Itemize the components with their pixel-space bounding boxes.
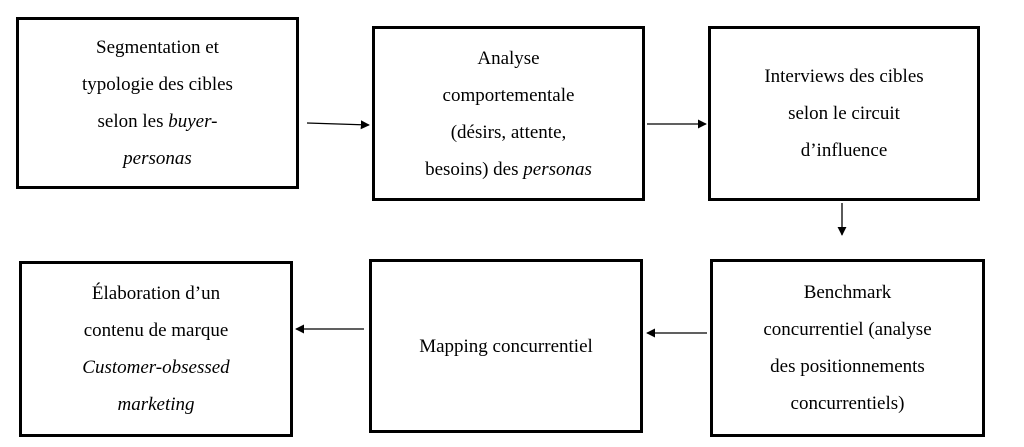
step-1-text: Segmentation et typologie des cibles sel… (82, 29, 233, 177)
arrow-step1-to-step2 (306, 120, 370, 130)
step-6-text: Élaboration d’un contenu de marque Custo… (82, 275, 229, 423)
step-3-interviews-box: Interviews des cibles selon le circuit d… (708, 26, 980, 201)
step-4-line-3: des positionnements (770, 356, 925, 377)
step-4-line-4: concurrentiels) (790, 393, 905, 414)
step-2-line-4: besoins) des personas (425, 158, 592, 180)
step-2-text: Analyse comportementale (désirs, attente… (425, 40, 592, 188)
step-4-line-1: Benchmark (803, 282, 892, 303)
step-4-text: Benchmark concurrentiel (analyse des pos… (763, 274, 931, 422)
step-2-line-3: (désirs, attente, (450, 121, 567, 143)
step-4-line-2: concurrentiel (analyse (763, 319, 932, 340)
step-5-line-1: Mapping concurrentiel (419, 335, 593, 357)
step-3-line-2: selon le circuit (788, 103, 900, 124)
step-1-line-4: personas (123, 148, 192, 169)
step-2-line-1: Analyse (477, 47, 540, 69)
step-1-segmentation-box: Segmentation et typologie des cibles sel… (16, 17, 299, 189)
step-3-text: Interviews des cibles selon le circuit d… (764, 58, 923, 169)
step-1-line-3: selon les buyer- (97, 111, 218, 132)
step-6-line-1: Élaboration d’un (91, 283, 221, 304)
step-5-mapping-box: Mapping concurrentiel (369, 259, 643, 433)
step-6-elaboration-box: Élaboration d’un contenu de marque Custo… (19, 261, 293, 437)
step-5-text: Mapping concurrentiel (419, 328, 593, 365)
step-1-line-2: typologie des cibles (82, 74, 233, 95)
step-6-line-2: contenu de marque (83, 320, 229, 341)
step-3-line-3: d’influence (800, 140, 888, 161)
step-2-analyse-box: Analyse comportementale (désirs, attente… (372, 26, 645, 201)
step-1-line-1: Segmentation et (96, 37, 219, 58)
step-2-line-2: comportementale (442, 84, 575, 106)
step-3-line-1: Interviews des cibles (764, 66, 924, 87)
step-4-benchmark-box: Benchmark concurrentiel (analyse des pos… (710, 259, 985, 437)
step-6-line-4: marketing (117, 394, 195, 415)
step-6-line-3: Customer-obsessed (82, 357, 230, 378)
